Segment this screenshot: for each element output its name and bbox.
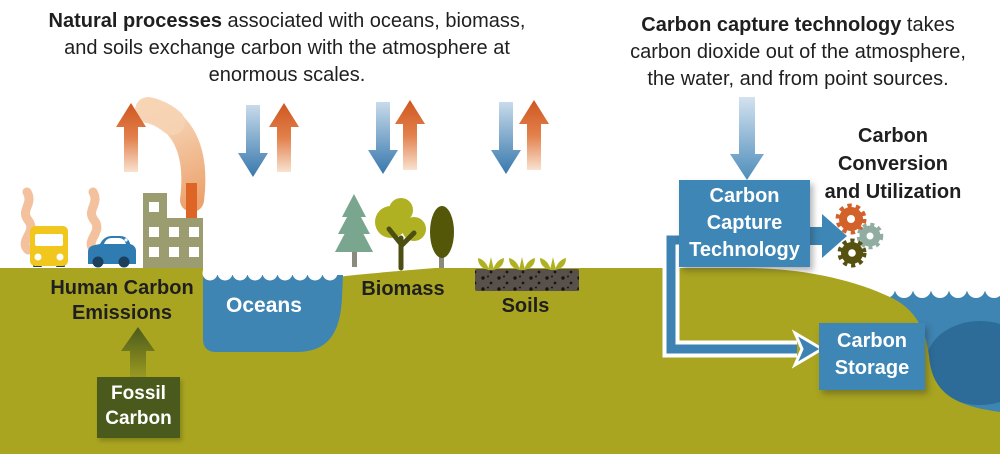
car-exhaust-smoke-icon bbox=[86, 187, 102, 255]
exchange-arrows bbox=[116, 97, 764, 380]
capture-to-conversion-arrow bbox=[806, 214, 847, 258]
pine-tree-icon bbox=[335, 194, 373, 267]
carbon-release-up-arrow-city bbox=[116, 103, 146, 172]
intro-left-line3: enormous scales. bbox=[208, 64, 366, 86]
intro-right-bold: Carbon capture technology bbox=[641, 14, 902, 36]
ocean-bay bbox=[202, 265, 343, 352]
cypress-tree-icon bbox=[430, 206, 454, 268]
conversion-group bbox=[806, 203, 884, 268]
bus-exhaust-smoke-icon bbox=[20, 187, 36, 255]
gear-olive-icon bbox=[837, 238, 867, 268]
carbon-release-up-arrow-biomass bbox=[395, 100, 425, 170]
label-biomass: Biomass bbox=[361, 278, 445, 300]
car-icon bbox=[88, 236, 136, 268]
fossil-carbon-box: Fossil Carbon bbox=[97, 377, 180, 438]
carbon-uptake-down-arrow-soils bbox=[491, 102, 521, 174]
carbon-release-up-arrow-soils bbox=[519, 100, 549, 170]
carbon-release-up-arrow-ocean bbox=[269, 103, 299, 172]
gear-orange-icon bbox=[835, 203, 867, 235]
intro-right-line2: carbon dioxide out of the atmosphere, bbox=[630, 41, 966, 63]
soil-speckles bbox=[475, 269, 579, 291]
intro-left-rest: associated with oceans, biomass, bbox=[221, 10, 526, 32]
label-carbon-conversion-utilization: Carbon Conversion and Utilization bbox=[824, 125, 962, 203]
right-ocean-waves bbox=[877, 280, 1000, 298]
intro-natural-processes: Natural processes associated with oceans… bbox=[2, 8, 572, 89]
atmosphere-to-capture-down-arrow bbox=[730, 97, 764, 180]
city-scene bbox=[20, 97, 206, 268]
deciduous-tree-icon bbox=[375, 198, 426, 271]
ocean-bay-water bbox=[203, 275, 343, 352]
soil-plants-icon bbox=[478, 257, 566, 270]
pipe-arrowhead-icon bbox=[791, 329, 825, 369]
ocean-bay-waves bbox=[202, 265, 338, 281]
intro-left-bold: Natural processes bbox=[48, 10, 222, 32]
intro-right-line1: Carbon capture technology takes bbox=[597, 12, 999, 39]
carbon-capture-technology-box: Carbon Capture Technology bbox=[679, 180, 810, 267]
intro-left-line2: and soils exchange carbon with the atmos… bbox=[64, 37, 510, 59]
carbon-uptake-down-arrow-ocean bbox=[238, 105, 268, 177]
intro-right-rest: takes bbox=[901, 14, 955, 36]
soil-patch bbox=[475, 257, 579, 291]
biomass-trees bbox=[335, 194, 454, 271]
bus-icon bbox=[30, 226, 68, 267]
factory-icon bbox=[143, 183, 203, 268]
intro-left-line1: Natural processes associated with oceans… bbox=[2, 8, 572, 35]
fossil-carbon-up-arrow bbox=[121, 327, 155, 380]
label-oceans: Oceans bbox=[226, 294, 302, 317]
label-soils: Soils bbox=[501, 295, 550, 317]
gear-sage-icon bbox=[856, 222, 884, 250]
intro-carbon-capture: Carbon capture technology takes carbon d… bbox=[597, 12, 999, 93]
carbon-uptake-down-arrow-biomass bbox=[368, 102, 398, 174]
smoke-plume-tip bbox=[135, 97, 185, 135]
label-human-carbon-emissions: Human Carbon Emissions bbox=[50, 277, 194, 324]
carbon-storage-box: Carbon Storage bbox=[819, 323, 925, 390]
deep-water bbox=[926, 321, 1000, 405]
intro-right-line3: the water, and from point sources. bbox=[647, 68, 949, 90]
